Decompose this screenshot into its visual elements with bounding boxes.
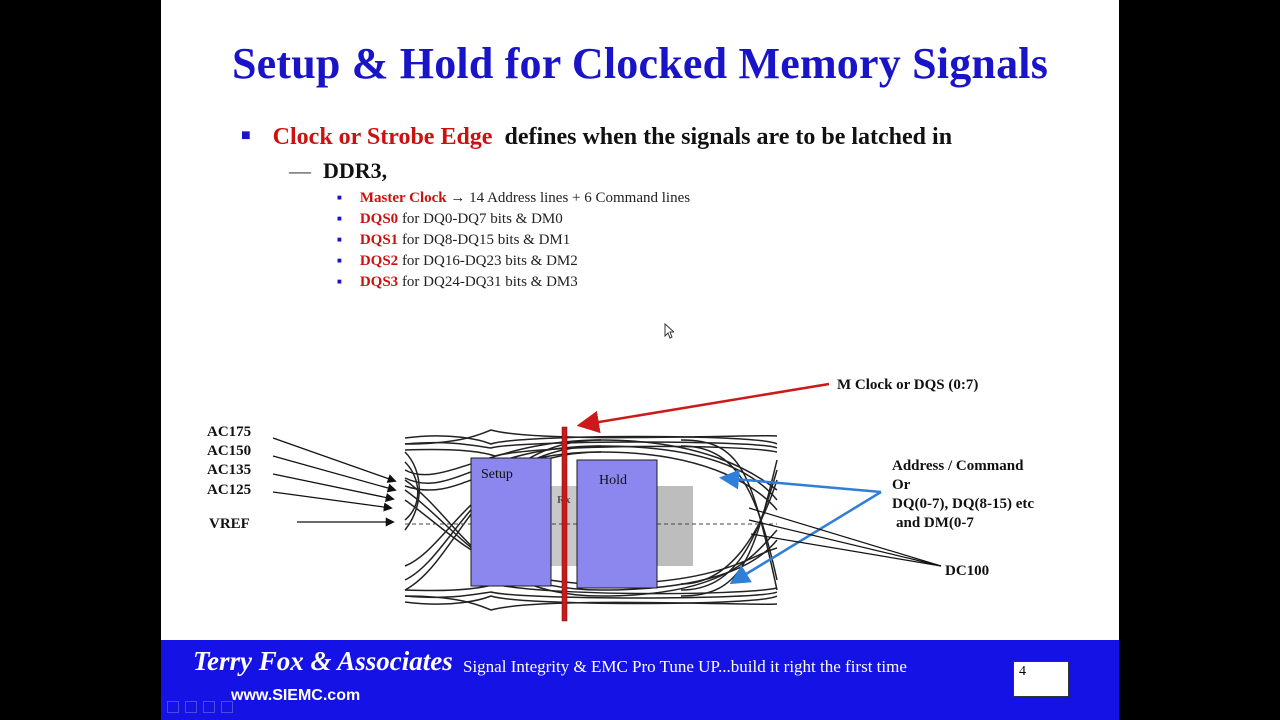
square-bullet-icon: ■ [337, 235, 342, 244]
clock-arrow [576, 382, 830, 434]
footer-url: www.SIEMC.com [231, 687, 361, 704]
setup-window [470, 457, 552, 587]
mouse-cursor-icon [664, 323, 674, 339]
hold-label: Hold [599, 473, 627, 488]
list-item: ■ DQS3 for DQ24-DQ31 bits & DM3 [337, 272, 690, 293]
square-bullet-icon: ■ [337, 256, 342, 265]
list-item-text: for DQ8-DQ15 bits & DM1 [401, 232, 571, 248]
signal-label-line: Or [892, 477, 911, 493]
bullet-text: defines when the signals are to be latch… [504, 124, 953, 150]
level-label: AC175 [207, 424, 251, 440]
signal-label-line: and DM(0-7 [896, 515, 974, 531]
list-item-text: for DQ24-DQ31 bits & DM3 [401, 274, 578, 290]
list-item-key: DQS0 [359, 211, 399, 227]
next-slide-icon[interactable] [221, 701, 233, 713]
slideshow-toolbar [167, 700, 239, 718]
list-item: ■ DQS2 for DQ16-DQ23 bits & DM2 [337, 251, 690, 272]
setup-label: Setup [481, 467, 513, 482]
signal-label-line: Address / Command [892, 458, 1024, 474]
footer-brand: Terry Fox & Associates [193, 646, 453, 676]
sub-heading-text: DDR3, [323, 158, 388, 183]
clock-edge-marker [561, 426, 568, 622]
list-item-key: Master Clock [359, 190, 447, 206]
list-item-key: DQS1 [359, 232, 399, 248]
eye-diagram: Setup Hold Rx M Clock or DQS (0:7) AC175… [207, 377, 1034, 622]
list-item: ■ DQS0 for DQ0-DQ7 bits & DM0 [337, 209, 690, 230]
list-item-text: for DQ0-DQ7 bits & DM0 [401, 211, 563, 227]
level-label: AC150 [207, 443, 251, 459]
level-label: AC125 [207, 482, 251, 498]
square-bullet-icon: ■ [337, 277, 342, 286]
page-number-box: 4 [1013, 661, 1069, 697]
square-bullet-icon: ■ [337, 214, 342, 223]
sub-heading: — DDR3, [289, 158, 387, 184]
level-arrows [272, 437, 397, 527]
list-item-text: for DQ16-DQ23 bits & DM2 [401, 253, 578, 269]
list-item-key: DQS2 [359, 253, 399, 269]
slide: Setup & Hold for Clocked Memory Signals … [161, 0, 1119, 720]
vref-label: VREF [209, 516, 250, 532]
signal-label-line: DQ(0-7), DQ(8-15) etc [892, 496, 1034, 512]
bullet-highlight: Clock or Strobe Edge [272, 124, 493, 150]
pen-icon[interactable] [185, 701, 197, 713]
letterbox-left [0, 0, 161, 720]
square-bullet-icon: ■ [337, 193, 342, 202]
signal-arrows [719, 469, 882, 585]
clock-label: M Clock or DQS (0:7) [837, 377, 978, 393]
list-item-key: DQS3 [359, 274, 399, 290]
slide-title: Setup & Hold for Clocked Memory Signals [231, 39, 1049, 88]
sub-item-list: ■ Master Clock → 14 Address lines + 6 Com… [337, 188, 690, 293]
level-label: AC135 [207, 462, 251, 478]
menu-icon[interactable] [203, 701, 215, 713]
letterbox-right [1119, 0, 1280, 720]
timing-shade [651, 486, 693, 566]
list-item: ■ Master Clock → 14 Address lines + 6 Com… [337, 188, 690, 209]
list-item: ■ DQS1 for DQ8-DQ15 bits & DM1 [337, 230, 690, 251]
eye-traces [404, 429, 778, 611]
square-bullet-icon: ■ [241, 127, 251, 144]
hold-window [576, 459, 658, 589]
dc100-label: DC100 [945, 563, 989, 579]
main-bullet: ■ Clock or Strobe Edge defines when the s… [241, 124, 952, 151]
dc-lines [748, 507, 942, 567]
footer-banner: Terry Fox & Associates Signal Integrity … [161, 640, 1119, 720]
dash-bullet-icon: — [289, 158, 311, 183]
list-item-text: → 14 Address lines + 6 Command lines [450, 190, 691, 206]
prev-slide-icon[interactable] [167, 701, 179, 713]
footer-tagline: Signal Integrity & EMC Pro Tune UP...bui… [463, 657, 907, 676]
